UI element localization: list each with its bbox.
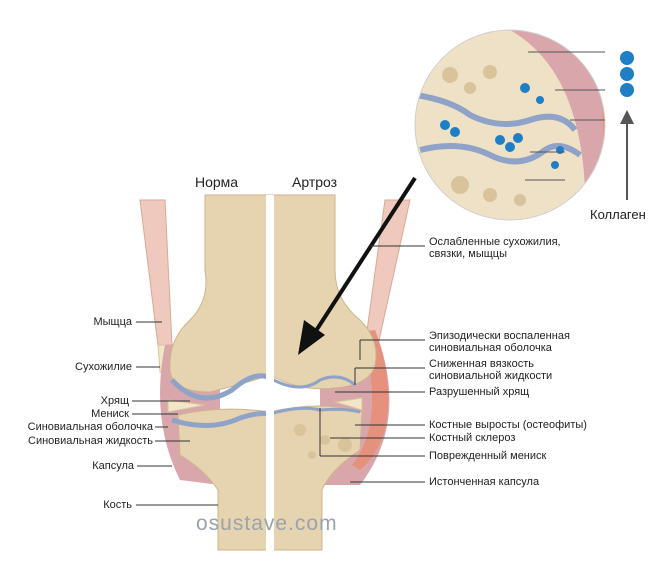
meniscus: [167, 397, 363, 413]
label-reduced-viscosity: Сниженная вязкость синовиальной жидкости: [429, 358, 553, 382]
label-tendon: Сухожилие: [75, 361, 132, 373]
label-destroyed-cartilage: Разрушенный хрящ: [429, 386, 530, 398]
label-osteophytes: Костные выросты (остеофиты): [429, 419, 587, 431]
label-muscle: Мыщца: [93, 316, 132, 328]
center-divider: [266, 195, 274, 555]
label-damaged-meniscus: Поврежденный мениск: [429, 450, 547, 462]
right-leader-lines: [319, 245, 425, 483]
zoom-arrow-icon: [298, 176, 417, 355]
label-capsule: Капсула: [92, 460, 134, 472]
label-cartilage: Хрящ: [100, 395, 129, 407]
header-arthrosis: Артроз: [292, 174, 338, 190]
left-leader-lines: [132, 321, 218, 506]
watermark: osustave.com: [196, 512, 338, 535]
zoom-circle: [414, 29, 606, 221]
collagen-icon: [620, 51, 634, 200]
label-inflamed-membrane: Эпизодически воспаленная синовиальная об…: [429, 330, 570, 354]
label-synovial-membrane: Синовиальная оболочка: [27, 421, 153, 433]
label-bone: Кость: [103, 499, 132, 511]
collagen-label: Коллаген: [590, 207, 646, 222]
label-meniscus: Мениск: [91, 408, 129, 420]
label-sclerosis: Костный склероз: [429, 432, 516, 444]
label-synovial-fluid: Синовиальная жидкость: [28, 435, 153, 447]
header-normal: Норма: [195, 174, 239, 190]
label-thinned-capsule: Истонченная капсула: [429, 476, 540, 488]
label-weakened-tendons: Ослабленные сухожилия, связки, мыщцы: [429, 236, 561, 260]
